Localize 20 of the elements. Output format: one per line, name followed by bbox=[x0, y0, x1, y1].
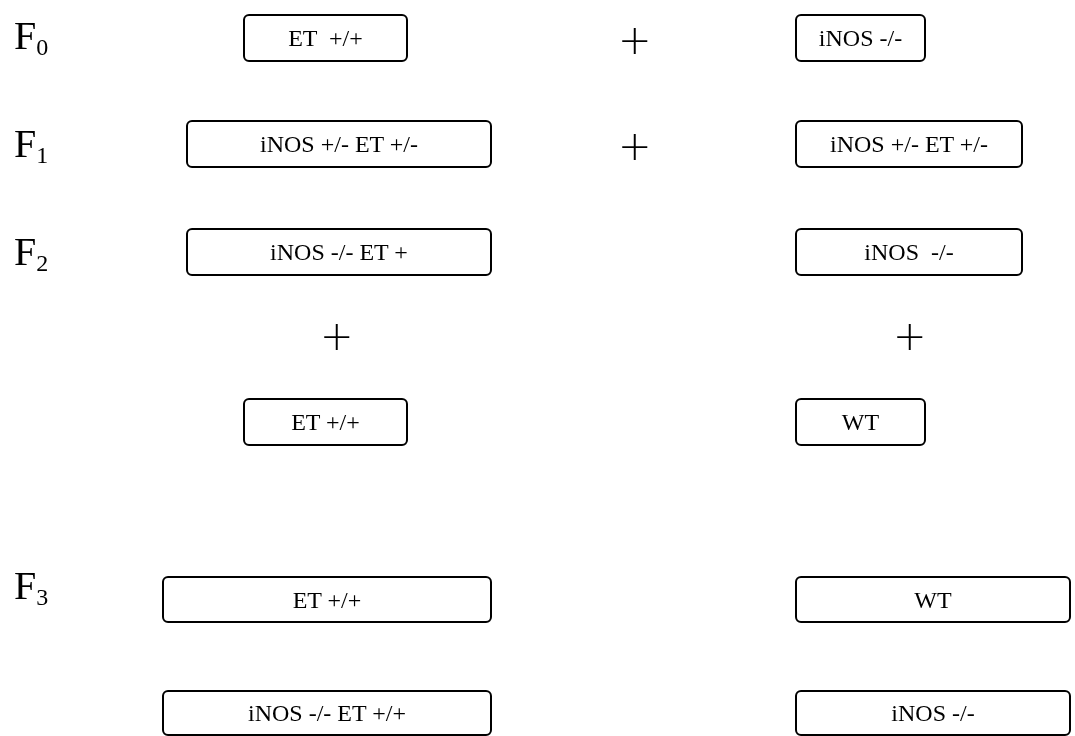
cross-symbol: + bbox=[618, 126, 652, 166]
genotype-box: iNOS +/- ET +/- bbox=[186, 120, 492, 168]
cross-symbol: + bbox=[893, 316, 927, 356]
genotype-box: ET +/+ bbox=[243, 14, 408, 62]
genotype-box: iNOS -/- bbox=[795, 228, 1023, 276]
genotype-box: iNOS -/- ET +/+ bbox=[162, 690, 492, 736]
cross-symbol: + bbox=[320, 316, 354, 356]
genotype-box: iNOS -/- bbox=[795, 14, 926, 62]
generation-label: F$_{3}$ bbox=[14, 566, 49, 606]
genotype-box: ET +/+ bbox=[243, 398, 408, 446]
generation-label: F$_{1}$ bbox=[14, 124, 49, 164]
cross-symbol: + bbox=[618, 20, 652, 60]
genotype-box: iNOS -/- bbox=[795, 690, 1071, 736]
generation-label: F$_{2}$ bbox=[14, 232, 49, 272]
generation-label: F$_{0}$ bbox=[14, 16, 49, 56]
genotype-box: WT bbox=[795, 398, 926, 446]
genotype-box: ET +/+ bbox=[162, 576, 492, 623]
genotype-box: iNOS +/- ET +/- bbox=[795, 120, 1023, 168]
genotype-box: WT bbox=[795, 576, 1071, 623]
genotype-box: iNOS -/- ET + bbox=[186, 228, 492, 276]
